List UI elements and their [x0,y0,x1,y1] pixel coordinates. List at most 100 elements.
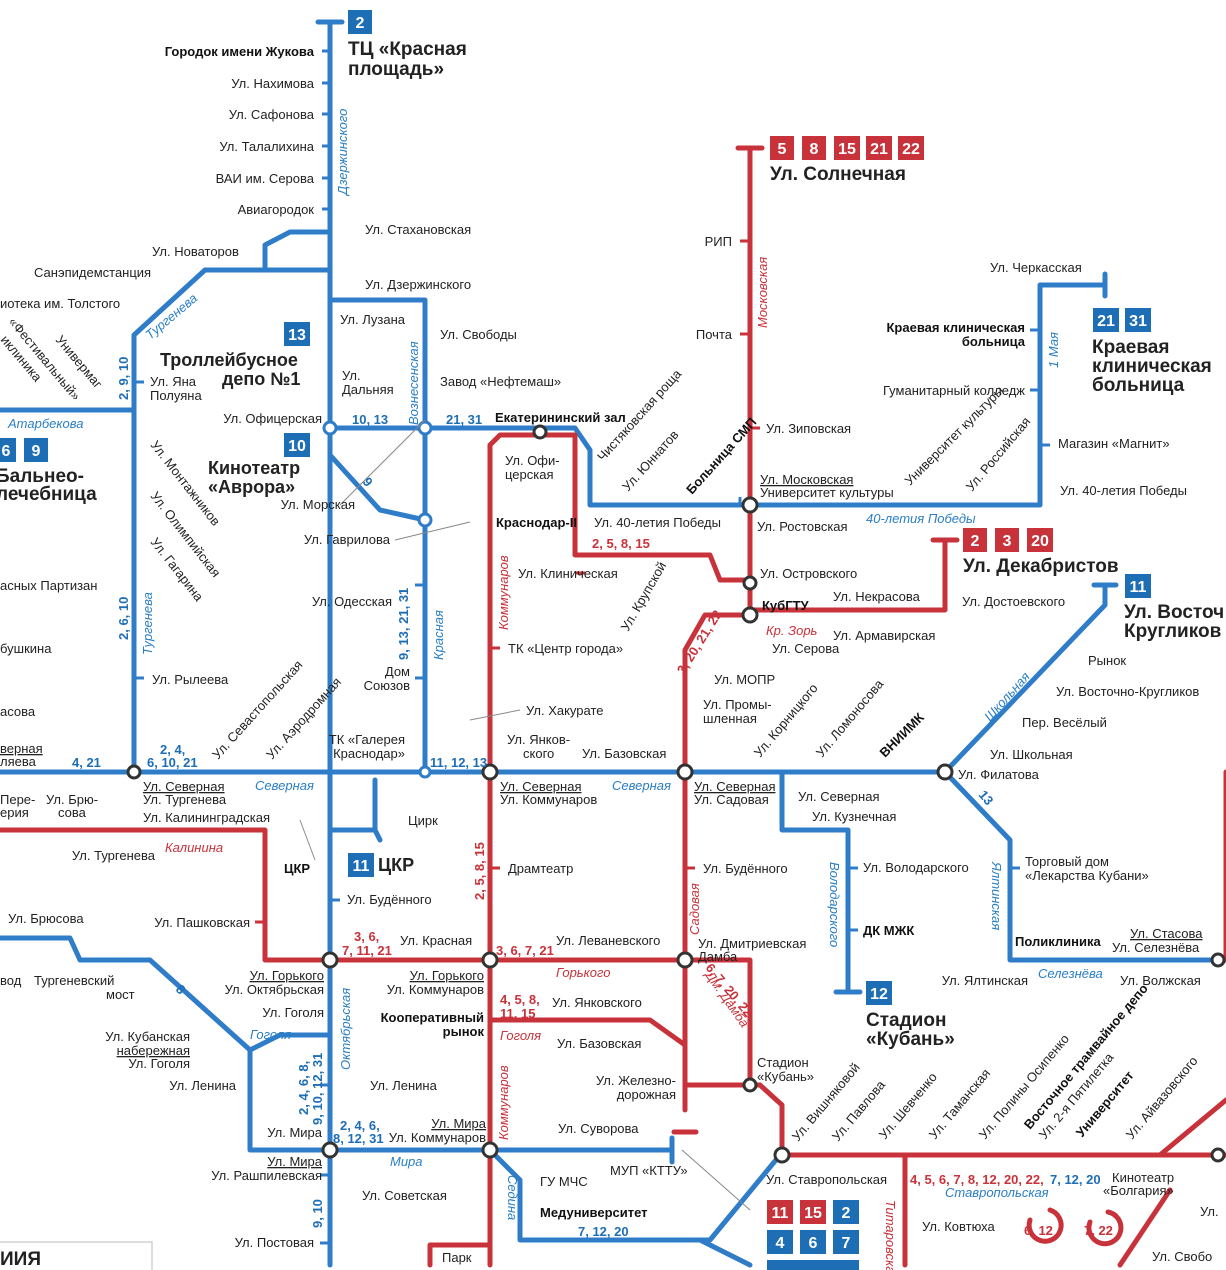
stop-label: Ул. Гоголя [128,1056,190,1071]
route-numbers: 8, 12, 31 [333,1131,384,1146]
route-numbers: 3, 20, 21, 22 [674,607,725,676]
terminal-name: Стадион [866,1010,946,1031]
stop-label: Ул. Советская [362,1188,447,1203]
route-numbers: 9, 10 [310,1199,325,1228]
stop-label: Городок имени Жукова [165,44,315,59]
route-badge [767,1230,793,1254]
stop-label: мост [106,987,135,1002]
stop-label: церская [505,467,554,482]
tram-lines [0,145,1226,1268]
stop-label: Кооперативный [381,1010,484,1025]
stop-label: Ул. Тургенева [143,792,227,807]
route-numbers: 9, 13, 21, 31 [396,588,411,660]
street-name: Садовая [687,883,702,935]
route-badge-label: 9 [32,443,41,460]
stop-label: «Болгария» [1103,1183,1174,1198]
hub-ckr: 11 ЦКР [348,853,414,877]
stop-label: ского [523,746,554,761]
stop-label: Ул. Садовая [694,792,769,807]
stop-label: Пер. Весёлый [1022,715,1107,730]
stop-label: Ул. Офи- [505,453,560,468]
street-name: Мира [390,1154,423,1169]
route-badge-label: 2 [971,533,980,550]
legend-box [0,1241,153,1270]
terminal-hospital: 21 31 Краевая клиническая больница [1092,308,1212,396]
route-numbers: 2, 4, 6, [340,1118,380,1133]
pointer-lines [299,419,751,1211]
stop-label: ГУ МЧС [540,1174,588,1189]
stop-label: Поликлиника [1015,934,1101,949]
route-badge [770,136,794,160]
stop-ticks [134,49,1050,1245]
stop-label: Ул. Базовская [557,1036,641,1051]
stop-label: Ул. МОПР [714,672,775,687]
route-badge [348,10,372,34]
stop-label: Ул. Калининградская [143,810,270,825]
hub-name: ЦКР [378,855,414,875]
terminal-krasnaya: 2 ТЦ «Красная площадь» [348,10,467,80]
route-numbers: 2, 4, 6, 8, [296,1061,311,1115]
stop-label: Ул. Красная [400,933,472,948]
street-names: Дзержинского Тургенева Тургенева Атарбек… [7,109,1103,1270]
street-name: Тургенева [140,592,155,655]
route-badge-label: 2 [356,15,365,32]
stop-label: Ул. Яна [150,374,197,389]
stop-label: дорожная [617,1087,676,1102]
stop-label: Ул. Корницкого [751,681,821,760]
hub-name: «Аврора» [208,477,295,497]
stop-label: Ул. Ростовская [757,519,848,534]
route-badge [284,433,310,457]
terminal-name: ТЦ «Красная [348,39,467,60]
street-name: Седина [505,1175,520,1220]
stop-label: ВНИИМК [877,710,927,760]
route-badge [833,1200,859,1224]
route-badge-label: 11 [772,1205,789,1222]
stop-label: Ул. Селезнёва [1112,940,1200,955]
street-name: Горького [556,965,611,980]
stop-label: Ул. Филатова [958,767,1040,782]
junction-nodes [126,420,1226,1164]
stop-label: вод [0,973,22,988]
stop-label: Ул. 40-летия Победы [1060,483,1187,498]
route-badge [284,322,310,346]
street-name: Ялтинская [989,861,1004,930]
stop-label: «Кубань» [757,1069,814,1084]
route-badge-label: 2 [842,1205,851,1222]
route-numbers: 2, 4, [160,742,185,757]
stop-label: сова [58,805,87,820]
route-badge [963,528,987,552]
stop-label: Санэпидемстанция [34,265,151,280]
stop-label: рынок [443,1024,485,1039]
stop-label: Кинотеатр [1112,1170,1174,1185]
route-numbers: 7, 12, 20 [1050,1172,1101,1187]
street-name: Коммунаров [496,1065,511,1140]
stop-label: шленная [703,711,757,726]
stop-label: Стадион [757,1055,809,1070]
terminal-solnechnaya: 5 8 15 21 22 Ул. Солнечная [770,136,924,185]
stop-label: Ул. Островского [760,566,857,581]
stop-label: Рынок [1088,653,1126,668]
stop-label: Университет культуры [760,485,894,500]
hub-name: депо №1 [222,369,300,389]
street-name: Северная [612,778,671,793]
stop-label: Ул. Дзержинского [365,277,471,292]
route-badge [866,136,892,160]
stop-label: Ул. Северная [798,789,880,804]
stop-label: Тургеневский [34,973,114,988]
route-badge [866,981,892,1005]
route-badge [348,853,374,877]
stop-label: Ул. Новаторов [152,244,239,259]
terminal-name: больница [1092,375,1185,396]
stop-label: Ул. Суворова [558,1121,639,1136]
stop-label: Ул. Дмитриевская [698,936,806,951]
stop-label: Краснодар» [333,746,405,761]
stop-label: Дальняя [342,382,394,397]
stop-label: асных Партизан [0,578,97,593]
bottom-badges: 11 15 2 4 6 7 [767,1200,859,1270]
stop-label: Ул. Коммунаров [500,792,597,807]
stop-label: Ул. Мира [267,1125,323,1140]
stop-label: Ул. Нахимова [231,76,315,91]
terminal-name: Ул. Декабристов [963,556,1119,577]
route-badge-label: 13 [288,327,306,344]
street-name: Селезнёва [1038,966,1103,981]
